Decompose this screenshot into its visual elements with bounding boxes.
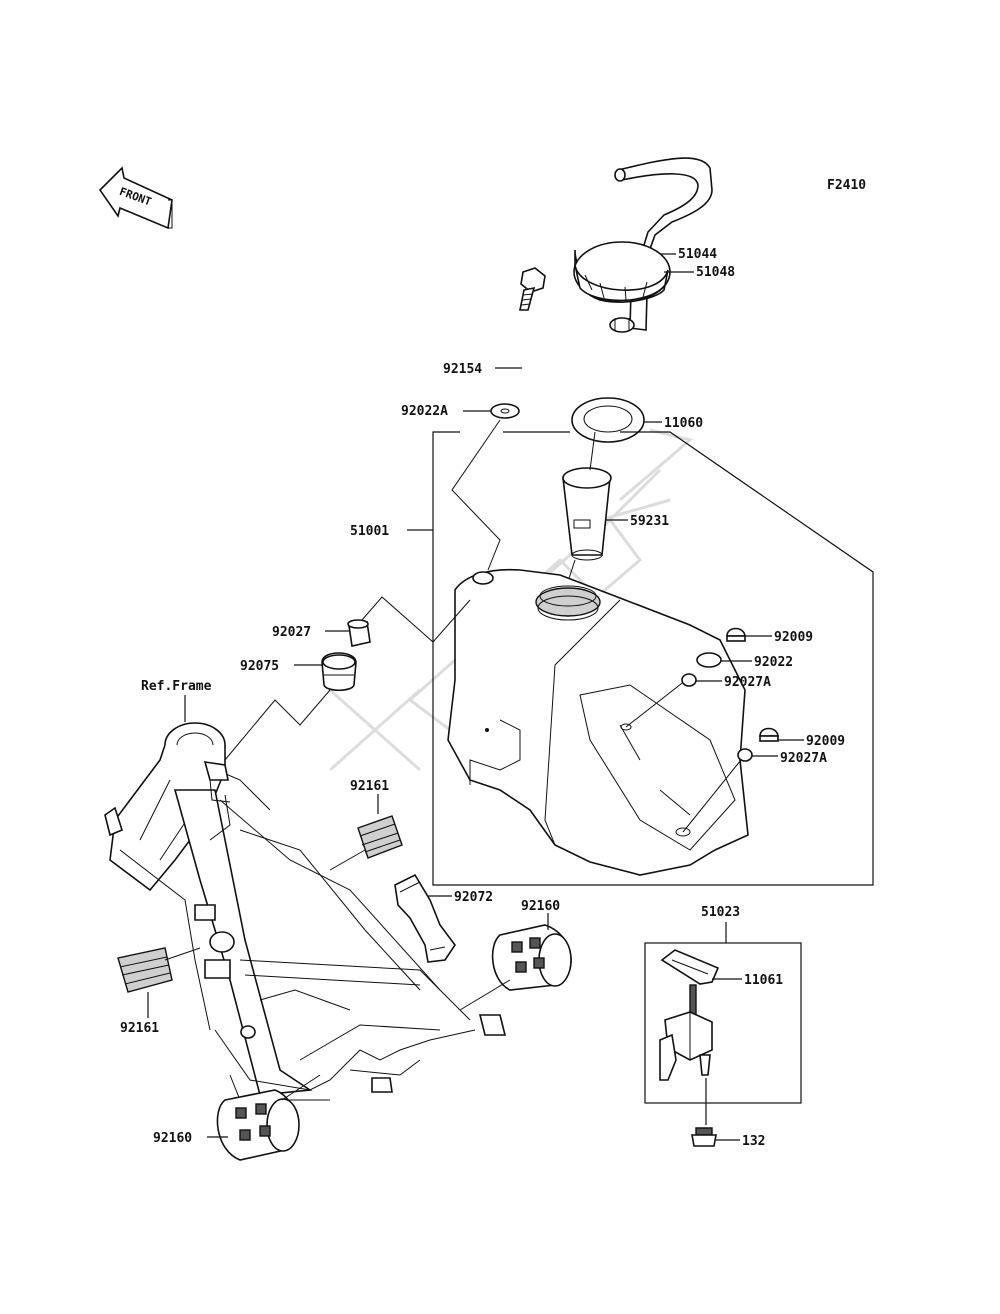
figure-code: F2410: [827, 178, 866, 193]
part-label-132: 132: [742, 1134, 765, 1149]
part-label-51023: 51023: [701, 905, 740, 920]
holder-92072: [394, 873, 456, 963]
grommet-92075: [321, 652, 357, 692]
reference-frame: [104, 722, 507, 1101]
part-label-51001: 51001: [350, 524, 389, 539]
part-label-92160-lower: 92160: [153, 1131, 192, 1146]
part-label-92027A-lower: 92027A: [780, 751, 827, 766]
screw-92009-lower: [759, 727, 779, 742]
part-label-92027A-upper: 92027A: [724, 675, 771, 690]
part-label-92075: 92075: [240, 659, 279, 674]
part-label-92161-upper: 92161: [350, 779, 389, 794]
part-label-92160-upper: 92160: [521, 899, 560, 914]
part-label-11060: 11060: [664, 416, 703, 431]
part-label-92022A: 92022A: [401, 404, 448, 419]
part-label-11061: 11061: [744, 973, 783, 988]
part-label-92022: 92022: [754, 655, 793, 670]
part-label-92027: 92027: [272, 625, 311, 640]
washer-92022A: [490, 403, 520, 419]
cushion-92161-upper: [357, 815, 403, 859]
bolt-92154: [519, 267, 546, 311]
collar-92027: [347, 619, 371, 647]
part-label-92009-lower: 92009: [806, 734, 845, 749]
screw-92009-upper: [726, 627, 746, 642]
assembly-bracket: [432, 431, 874, 886]
screw-132: [691, 1127, 717, 1147]
part-label-51048: 51048: [696, 265, 735, 280]
fuel-cap: [573, 241, 671, 333]
part-label-59231: 59231: [630, 514, 669, 529]
cushion-92160-upper: [491, 924, 572, 991]
cushion-92160-lower: [216, 1089, 300, 1161]
cushion-92161-lower: [117, 947, 173, 993]
filter-59231: [562, 467, 612, 561]
part-label-92161-lower: 92161: [120, 1021, 159, 1036]
collar-92027A-lower: [737, 748, 753, 762]
collar-92027A-upper: [681, 673, 697, 687]
gasket-11061: [660, 949, 720, 985]
part-label-51044: 51044: [678, 247, 717, 262]
fuel-cock-valve: [659, 984, 713, 1081]
part-label-92154: 92154: [443, 362, 482, 377]
part-label-92072: 92072: [454, 890, 493, 905]
washer-92022: [696, 652, 722, 668]
front-arrow-marker: FRONT: [98, 166, 173, 230]
part-label-92009-upper: 92009: [774, 630, 813, 645]
gasket-11060: [571, 397, 645, 443]
ref-frame-label: Ref.Frame: [141, 679, 212, 694]
fuel-tank: [447, 568, 749, 876]
fuel-cock-box: [644, 942, 802, 1104]
